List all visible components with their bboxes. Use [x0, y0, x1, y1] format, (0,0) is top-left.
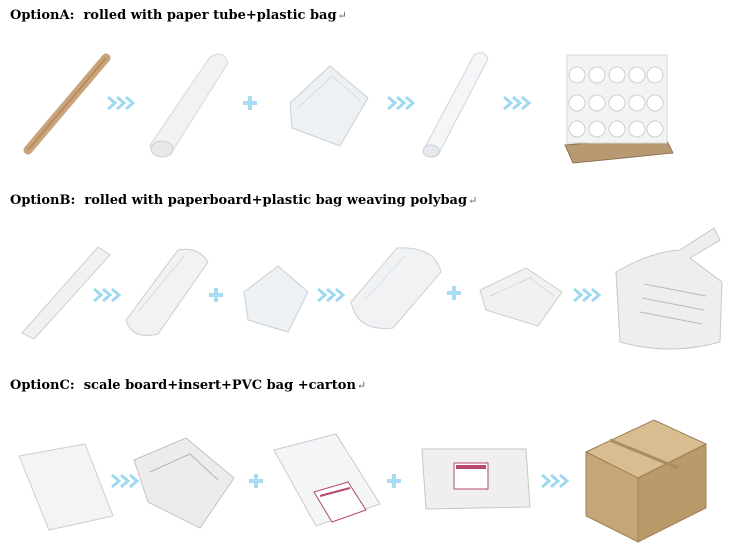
arrow-icon [92, 287, 122, 303]
insert-image [133, 437, 235, 529]
option-a-label: OptionA: [10, 8, 75, 23]
fabric-roll-image [149, 53, 229, 158]
arrow-icon [106, 95, 136, 111]
plus-icon [248, 473, 264, 489]
return-mark: ↵ [337, 9, 347, 22]
arrow-icon [386, 95, 416, 111]
option-b-text: rolled with paperboard+plastic bag weavi… [84, 193, 468, 208]
pvc-bag-image [273, 433, 381, 527]
plastic-bag-image [243, 265, 309, 333]
return-mark: ↵ [468, 194, 478, 207]
carton-image [584, 419, 708, 543]
option-a-text: rolled with paper tube+plastic bag [83, 8, 337, 23]
plus-icon [386, 473, 402, 489]
option-b-row [21, 227, 723, 350]
arrow-icon [502, 95, 532, 111]
option-b-label: OptionB: [10, 193, 76, 208]
arrow-icon [572, 287, 602, 303]
plus-icon [446, 285, 462, 301]
plastic-bag-image [289, 65, 369, 147]
option-c-label: OptionC: [10, 378, 75, 393]
paperboard-image [21, 246, 111, 340]
scale-board-image [18, 443, 114, 531]
return-mark: ↵ [356, 379, 367, 392]
option-c-heading: OptionC: scale board+insert+PVC bag +car… [10, 378, 366, 393]
plus-icon [208, 287, 224, 303]
plus-icon [242, 95, 258, 111]
pallet-of-rolls-image [564, 54, 674, 164]
arrow-icon [110, 473, 140, 489]
paper-tube-image [23, 53, 111, 155]
option-c-text: scale board+insert+PVC bag +carton [83, 378, 356, 393]
option-a-heading: OptionA: rolled with paper tube+plastic … [10, 8, 347, 23]
option-b-heading: OptionB: rolled with paperboard+plastic … [10, 193, 477, 208]
option-a-row [0, 0, 750, 180]
weaving-polybag-image [615, 227, 723, 350]
folded-polybag-image [479, 267, 563, 327]
bagged-bundle-image [350, 247, 442, 329]
packed-bag-image [421, 448, 531, 510]
arrow-icon [316, 287, 346, 303]
rolled-board-image [125, 248, 209, 336]
arrow-icon [540, 473, 570, 489]
wrapped-roll-image [422, 52, 489, 158]
